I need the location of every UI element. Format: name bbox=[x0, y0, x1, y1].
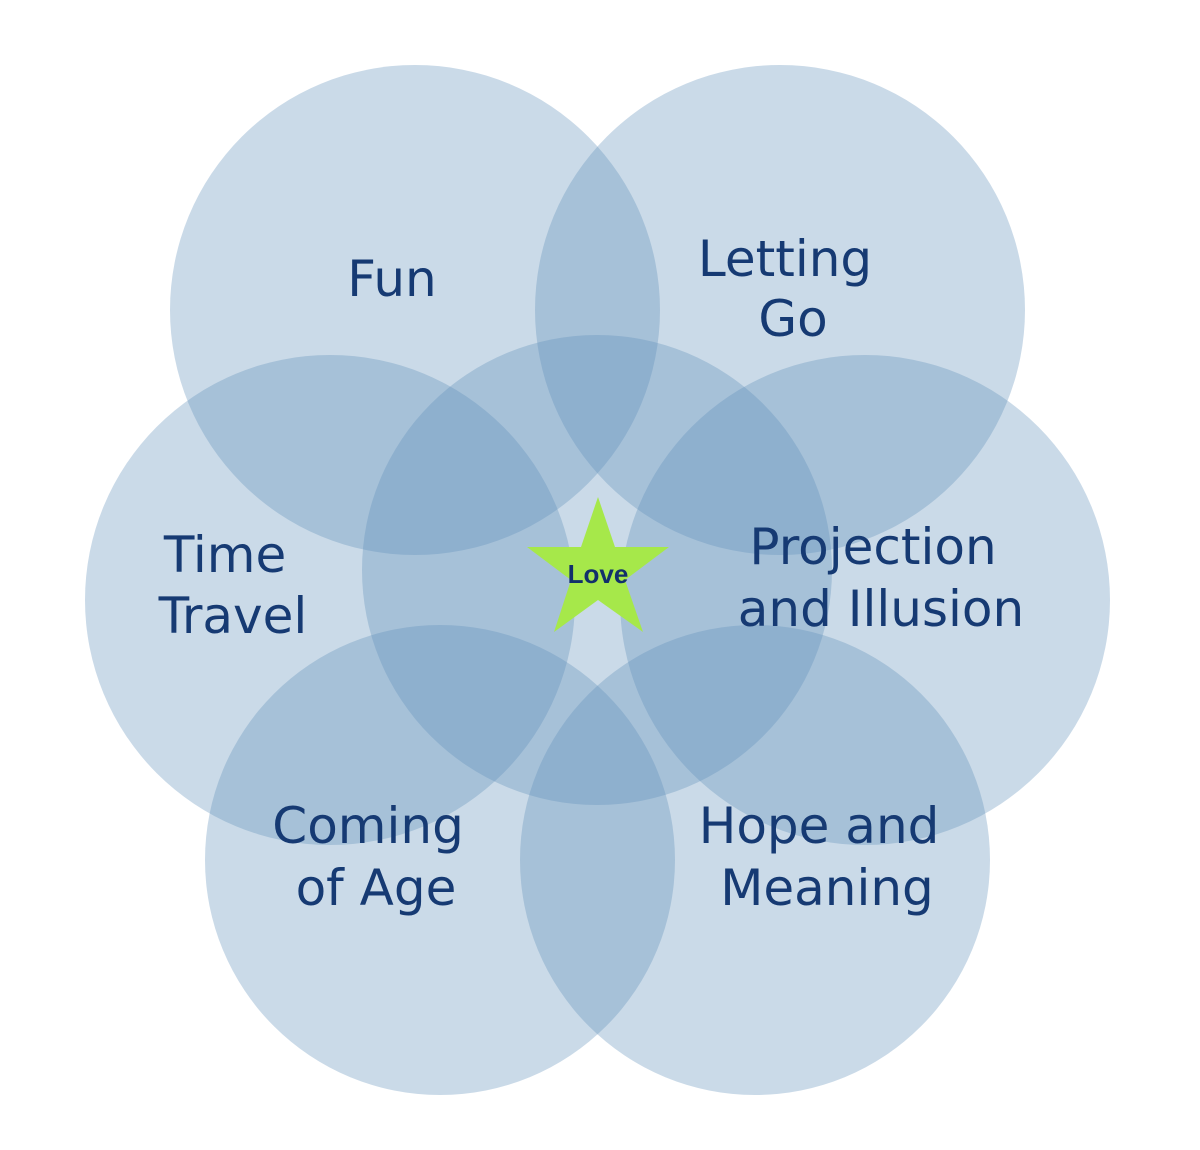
label-hope-line-2: Meaning bbox=[720, 859, 934, 917]
center-label-love: Love bbox=[568, 559, 629, 589]
label-letting-go-line-1: Letting bbox=[698, 230, 872, 288]
center-star-group: Love bbox=[527, 497, 669, 632]
label-coming-of-age: Coming of Age bbox=[272, 797, 479, 917]
label-hope-line-1: Hope and bbox=[699, 797, 940, 855]
label-time-travel: Time Travel bbox=[158, 526, 308, 645]
circle-fun bbox=[170, 65, 660, 555]
labels-layer: Fun Letting Go Time Travel Projection an… bbox=[158, 230, 1025, 917]
label-coming-of-age-line-2: of Age bbox=[296, 859, 457, 917]
circle-time-travel bbox=[85, 355, 575, 845]
label-coming-of-age-line-1: Coming bbox=[272, 797, 464, 855]
label-time-travel-line-1: Time bbox=[163, 526, 286, 584]
label-time-travel-line-2: Travel bbox=[158, 587, 308, 645]
label-projection-line-1: Projection bbox=[749, 518, 996, 576]
star-icon bbox=[527, 497, 669, 632]
label-hope-and-meaning: Hope and Meaning bbox=[699, 797, 956, 917]
label-letting-go-line-2: Go bbox=[758, 290, 827, 348]
circle-coming-of-age bbox=[205, 625, 675, 1095]
circle-letting-go bbox=[535, 65, 1025, 555]
label-projection-line-2: and Illusion bbox=[738, 580, 1024, 638]
label-letting-go: Letting Go bbox=[698, 230, 888, 348]
label-fun-line-1: Fun bbox=[347, 250, 436, 308]
label-fun: Fun bbox=[347, 250, 436, 308]
label-projection-and-illusion: Projection and Illusion bbox=[738, 518, 1024, 638]
circle-hope-and-meaning bbox=[520, 625, 990, 1095]
circle-projection-and-illusion bbox=[620, 355, 1110, 845]
